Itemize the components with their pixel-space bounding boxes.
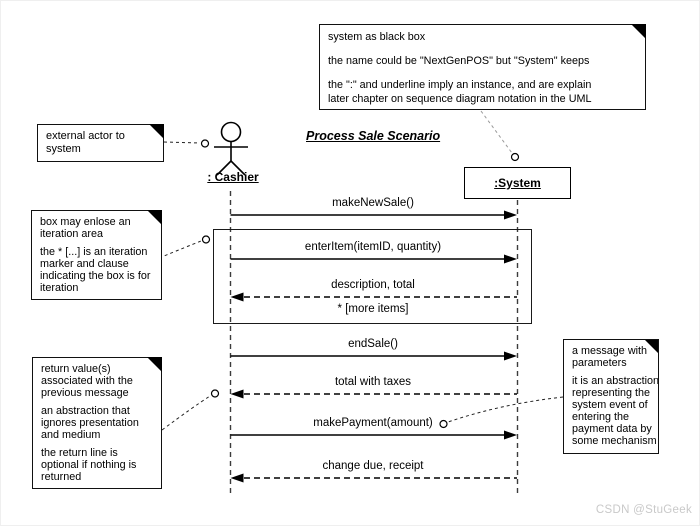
note-fold-icon bbox=[644, 340, 658, 354]
return-arrow-description-total bbox=[230, 292, 517, 302]
message-label-make-payment: makePayment(amount) bbox=[313, 417, 433, 429]
note-fold-icon bbox=[147, 357, 162, 372]
diagram-title: Process Sale Scenario bbox=[306, 129, 441, 143]
message-arrow-make-new-sale bbox=[230, 210, 517, 220]
connector-black-box-note bbox=[480, 110, 520, 162]
system-participant-box: :System bbox=[464, 167, 571, 199]
message-label-make-new-sale: makeNewSale() bbox=[332, 197, 414, 209]
connector-external-actor-note bbox=[163, 139, 210, 148]
note-fold-icon bbox=[631, 24, 646, 39]
iteration-marker-label: * [more items] bbox=[337, 303, 409, 315]
cashier-actor-icon bbox=[214, 121, 248, 176]
connector-iteration-note bbox=[158, 235, 211, 259]
message-arrow-end-sale bbox=[230, 351, 517, 361]
message-label-description-total: description, total bbox=[331, 279, 415, 291]
watermark: CSDN @StuGeek bbox=[595, 504, 692, 516]
message-label-end-sale: endSale() bbox=[348, 338, 398, 350]
cashier-label: : Cashier bbox=[207, 170, 259, 184]
note-fold-icon bbox=[147, 210, 162, 225]
message-label-change-due-receipt: change due, receipt bbox=[322, 460, 424, 472]
system-label: :System bbox=[494, 176, 541, 190]
message-label-total-with-taxes: total with taxes bbox=[334, 376, 412, 388]
message-arrow-make-payment bbox=[230, 430, 517, 440]
connector-message-params-note bbox=[439, 396, 564, 429]
message-label-enter-item: enterItem(itemID, quantity) bbox=[304, 241, 442, 253]
iteration-frame bbox=[213, 229, 532, 324]
message-arrow-enter-item bbox=[230, 254, 517, 264]
return-arrow-total-with-taxes bbox=[230, 389, 517, 399]
return-arrow-change-due-receipt bbox=[230, 473, 517, 483]
connector-return-values-note bbox=[161, 389, 220, 431]
note-fold-icon bbox=[149, 124, 164, 139]
